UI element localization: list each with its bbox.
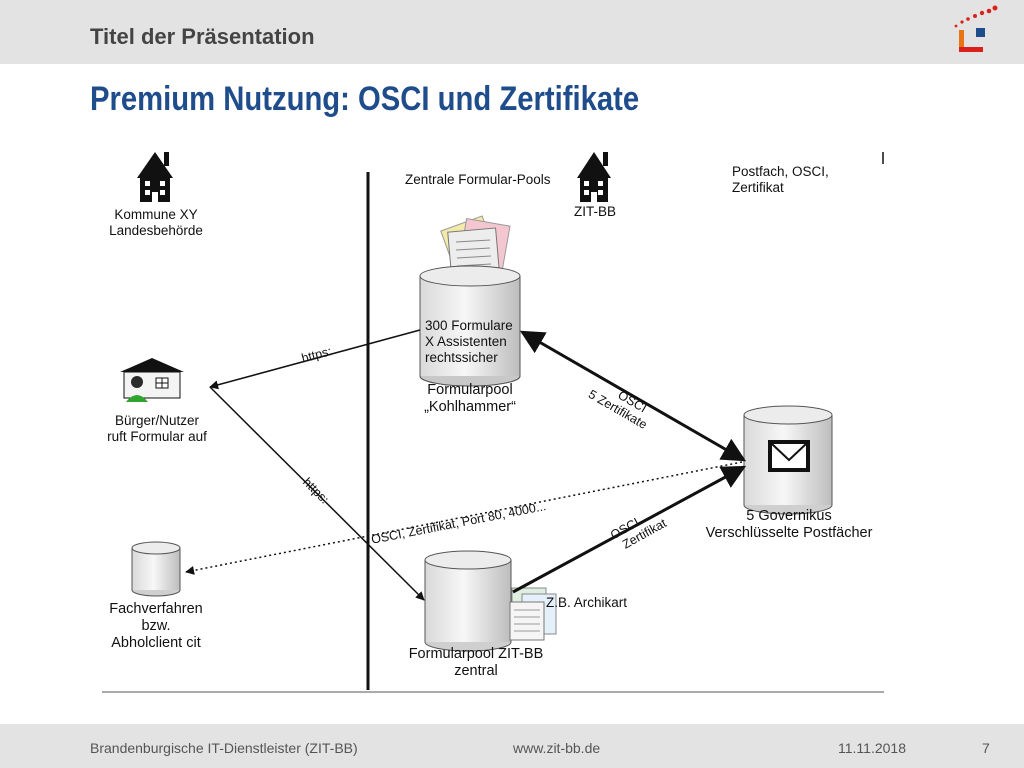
kommune-type: Landesbehörde [109,223,203,238]
footer-page-number: 7 [982,740,990,756]
kohlhammer-caption-line2: „Kohlhammer“ [424,399,516,415]
fachverfahren-line1: Fachverfahren [109,601,203,617]
buerger-line2: ruft Formular auf [107,429,207,444]
kohlhammer-cylinder [419,265,521,387]
postfach-note-line1: Postfach, OSCI, [732,164,829,179]
archikart-forms-icon [509,587,557,641]
kohlhammer-db-label: 300 Formulare X Assistenten rechtssicher [425,318,513,366]
footer-bar: Brandenburgische IT-Dienstleister (ZIT-B… [0,724,1024,768]
footer-date: 11.11.2018 [838,740,906,756]
zentrale-pools-label: Zentrale Formular-Pools [405,172,551,187]
kohlhammer-db-line1: 300 Formulare [425,318,513,333]
zentral-caption: Formularpool ZIT-BB zentral [396,646,556,680]
kommune-name: Kommune XY [114,207,198,222]
footer-url: www.zit-bb.de [513,740,601,756]
header-bar: Titel der Präsentation [0,0,1024,64]
slide-title: Premium Nutzung: OSCI und Zertifikate [90,80,640,118]
archikart-label: Z.B. Archikart [546,595,628,610]
postfach-note: Postfach, OSCI, Zertifikat [732,164,829,196]
buerger-house-icon [120,358,184,402]
buerger-label: Bürger/Nutzer ruft Formular auf [100,413,214,445]
arrow-osci-top [519,330,747,462]
kohlhammer-db-line3: rechtssicher [425,350,498,365]
zit-bb-house-icon [577,152,611,202]
kommune-house-icon [137,152,173,202]
arrow-osci-bottom [512,465,747,594]
fachverfahren-line2: bzw. [141,618,171,634]
buerger-line1: Bürger/Nutzer [114,413,200,428]
zentral-cylinder [424,550,512,652]
kohlhammer-caption: Formularpool „Kohlhammer“ [404,382,536,416]
fachverfahren-cylinder [131,541,181,597]
governikus-line2: Verschlüsselte Postfächer [705,525,873,541]
arrow-https-bottom [209,386,425,601]
footer-org: Brandenburgische IT-Dienstleister (ZIT-B… [90,740,358,756]
zit-bb-top-label: ZIT-BB [574,204,617,219]
presentation-title: Titel der Präsentation [90,24,315,49]
kommune-label: Kommune XY Landesbehörde [104,207,208,239]
zentral-caption-line2: zentral [454,663,498,679]
governikus-line1: 5 Governikus [746,508,832,524]
governikus-label: 5 Governikus Verschlüsselte Postfächer [694,508,884,542]
osci-diagram: Kommune XY Landesbehörde Zentrale Formul… [0,130,1024,710]
envelope-icon [768,440,810,472]
zit-bb-logo-icon [954,5,998,52]
diagram-canvas [102,152,884,693]
fachverfahren-label: Fachverfahren bzw. Abholclient cit [100,601,212,652]
postfach-note-line2: Zertifikat [732,180,784,195]
kohlhammer-db-line2: X Assistenten [425,334,507,349]
zentral-caption-line1: Formularpool ZIT-BB [408,646,544,662]
fachverfahren-line3: Abholclient cit [111,635,201,651]
kohlhammer-caption-line1: Formularpool [427,382,513,398]
arrow-https-top [209,329,421,390]
